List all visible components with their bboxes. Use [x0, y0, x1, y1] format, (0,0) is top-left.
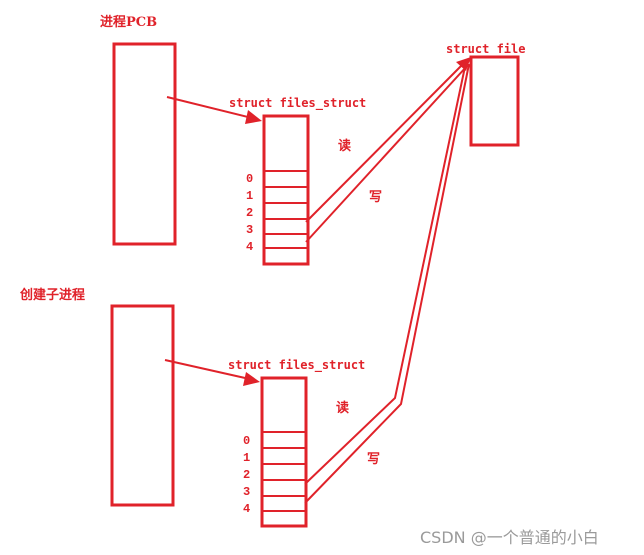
struct-file-label: struct file: [446, 42, 525, 56]
arrow-parent-pcb-to-files-struct: [166, 96, 262, 124]
fd-table-top-frame: [262, 114, 310, 266]
fd-index: 2: [246, 206, 253, 220]
fd-index: 0: [246, 172, 253, 186]
fd-index: 4: [246, 240, 253, 254]
arrow-head: [243, 372, 260, 386]
files-struct-top-label: struct files_struct: [229, 96, 366, 111]
child-pcb-box: [110, 304, 175, 507]
child-process-label: 创建子进程: [19, 287, 85, 303]
fd-index: 0: [243, 434, 250, 448]
watermark: CSDN @一个普通的小白: [420, 528, 599, 547]
parent-pcb-box: [112, 42, 177, 246]
arrow-top-fd3-to-struct-file: [305, 57, 471, 223]
arrow-bottom-fd3-to-struct-file: [304, 61, 467, 485]
arrow-child-pcb-to-files-struct: [164, 359, 260, 386]
fd-table-top: [262, 114, 310, 266]
fd-index: 1: [243, 451, 250, 465]
arrow-line: [304, 61, 467, 485]
arrow-line: [305, 62, 465, 223]
write-top-label: 写: [369, 190, 382, 205]
arrow-bottom-fd4-to-struct-file: [304, 63, 470, 504]
fd-table-bottom: [260, 376, 308, 528]
fd-index: 3: [243, 485, 250, 499]
read-bottom-label: 读: [336, 400, 349, 416]
fd-index: 1: [246, 189, 253, 203]
write-bottom-label: 写: [367, 452, 380, 467]
read-top-label: 读: [338, 138, 351, 154]
fd-index: 2: [243, 468, 250, 482]
arrow-line: [304, 63, 470, 504]
arrow-top-fd4-to-struct-file: [305, 65, 468, 243]
arrow-line: [166, 96, 257, 120]
arrow-head: [456, 57, 471, 71]
fd-index: 4: [243, 502, 250, 516]
arrow-line: [305, 65, 468, 243]
process-pcb-label: 进程PCB: [100, 15, 157, 30]
arrow-line: [164, 359, 255, 381]
arrow-head: [245, 110, 262, 124]
struct-file-box: [469, 55, 520, 147]
files-struct-bottom-label: struct files_struct: [228, 358, 365, 373]
fd-index: 3: [246, 223, 253, 237]
fd-table-bottom-frame: [260, 376, 308, 528]
